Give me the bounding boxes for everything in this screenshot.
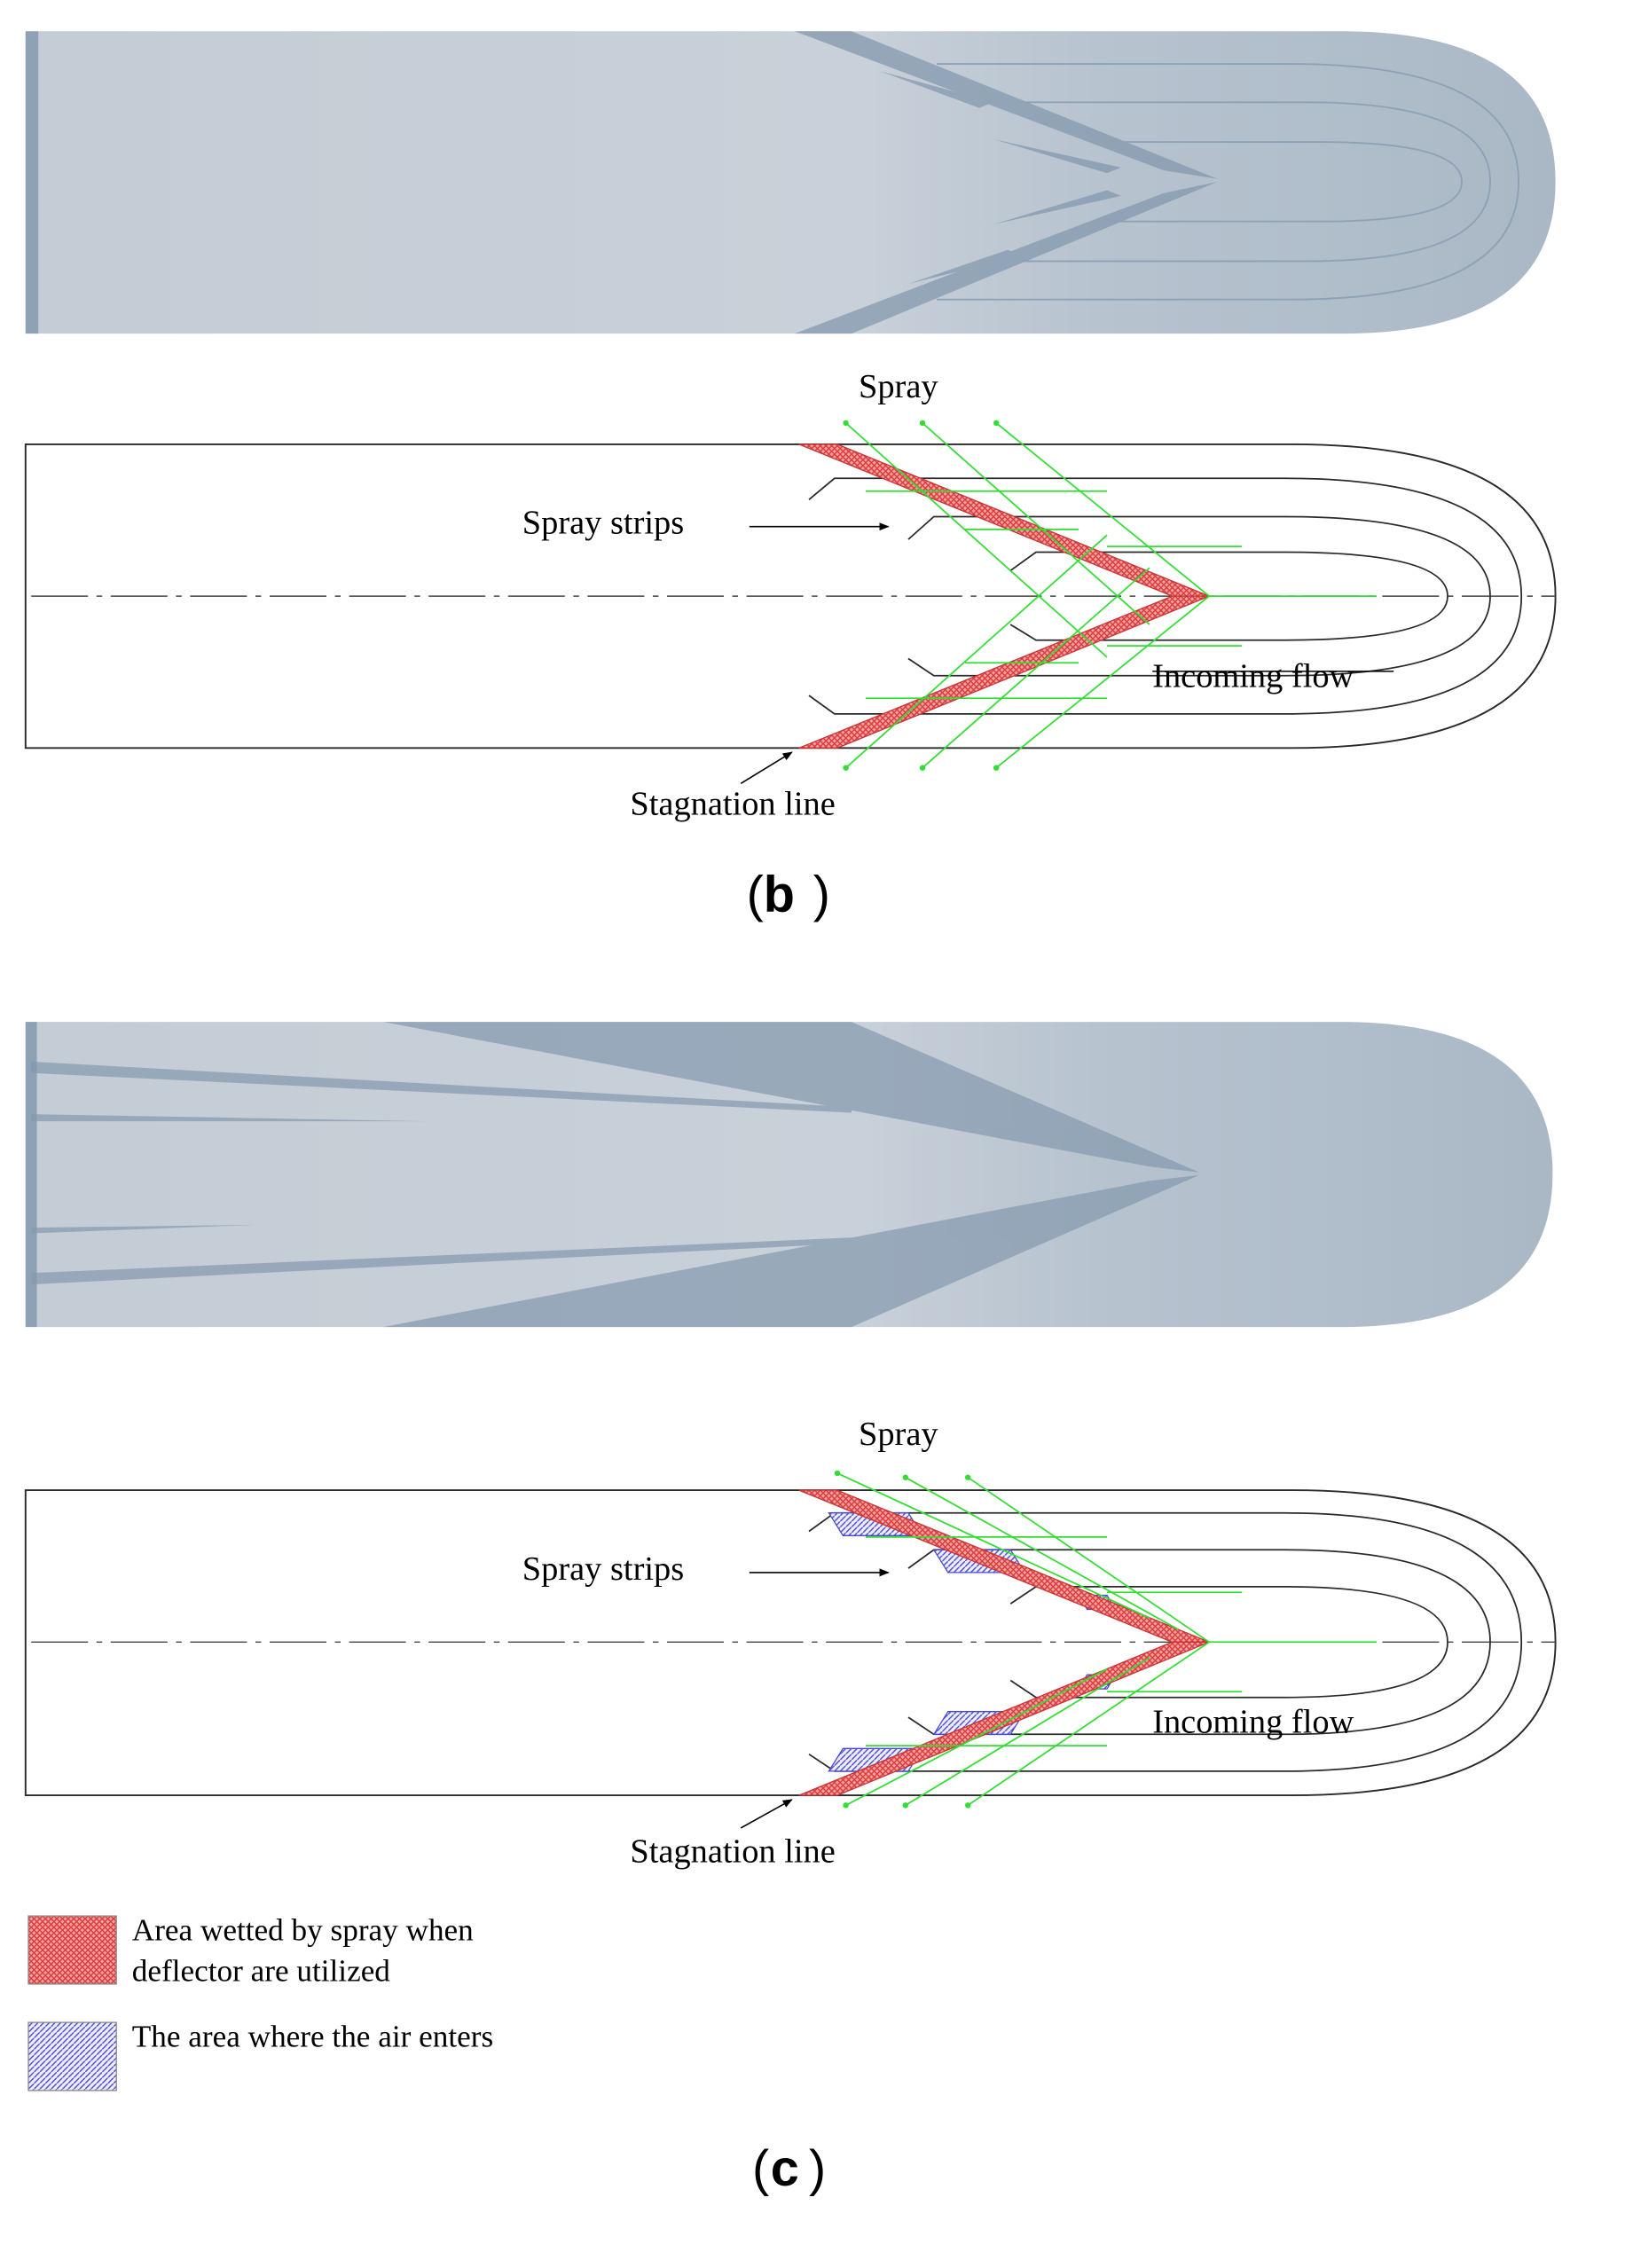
caption-c: ( c ) (752, 2140, 826, 2197)
svg-text:(: ( (752, 2140, 769, 2197)
render-c-spray-streaks (31, 1022, 1199, 1328)
render-b (25, 31, 1556, 334)
schematic-c-spray-dots (834, 1470, 971, 1809)
schematic-c-spray-strips-label: Spray strips (522, 1550, 684, 1588)
legend-air-swatch (27, 2021, 117, 2091)
schematic-b-spray-lines (845, 422, 1377, 769)
schematic-c-stagnation-arrow (740, 1799, 793, 1829)
schematic-b-spray-dots (843, 420, 1000, 771)
render-c-hull (25, 1022, 1553, 1328)
render-c (25, 1022, 1553, 1328)
schematic-c-incoming-flow-label: Incoming flow (1152, 1704, 1354, 1741)
schematic-c-stagnation-line-label: Stagnation line (630, 1832, 835, 1870)
schematic-b-incoming-flow-label: Incoming flow (1152, 658, 1354, 695)
legend-air-label: The area where the air enters (132, 2019, 493, 2053)
render-b-transom (25, 31, 39, 334)
caption-b-letter: b (764, 866, 795, 922)
caption-c-letter: c (771, 2140, 799, 2197)
schematic-b-wetted-areas (798, 443, 1210, 749)
svg-text:): ) (809, 2140, 826, 2197)
schematic-b-spray-strips-label: Spray strips (522, 505, 684, 542)
caption-b: ( b ) (747, 866, 830, 922)
legend-wetted-label-1: Area wetted by spray when (132, 1912, 474, 1947)
render-b-hull (25, 31, 1556, 334)
schematic-b-stagnation-arrow (740, 751, 793, 784)
schematic-c-spray-label: Spray (859, 1416, 938, 1453)
schematic-b-spray-label: Spray (859, 368, 938, 405)
schematic-b-stagnation-line-label: Stagnation line (630, 786, 835, 823)
render-c-transom (25, 1022, 37, 1328)
legend: Area wetted by spray when deflector are … (27, 1912, 493, 2091)
schematic-b: Spray Spray strips Incoming flow Stagnat… (24, 368, 1557, 823)
schematic-c-spray-lines (836, 1472, 1377, 1807)
svg-text:): ) (813, 866, 830, 922)
legend-wetted-swatch (27, 1915, 117, 1985)
schematic-c: Spray Spray strips Incoming flow Stagnat… (24, 1416, 1557, 1870)
svg-text:(: ( (747, 866, 764, 922)
legend-wetted-label-2: deflector are utilized (132, 1954, 391, 1989)
schematic-c-strips (808, 1511, 1523, 1772)
